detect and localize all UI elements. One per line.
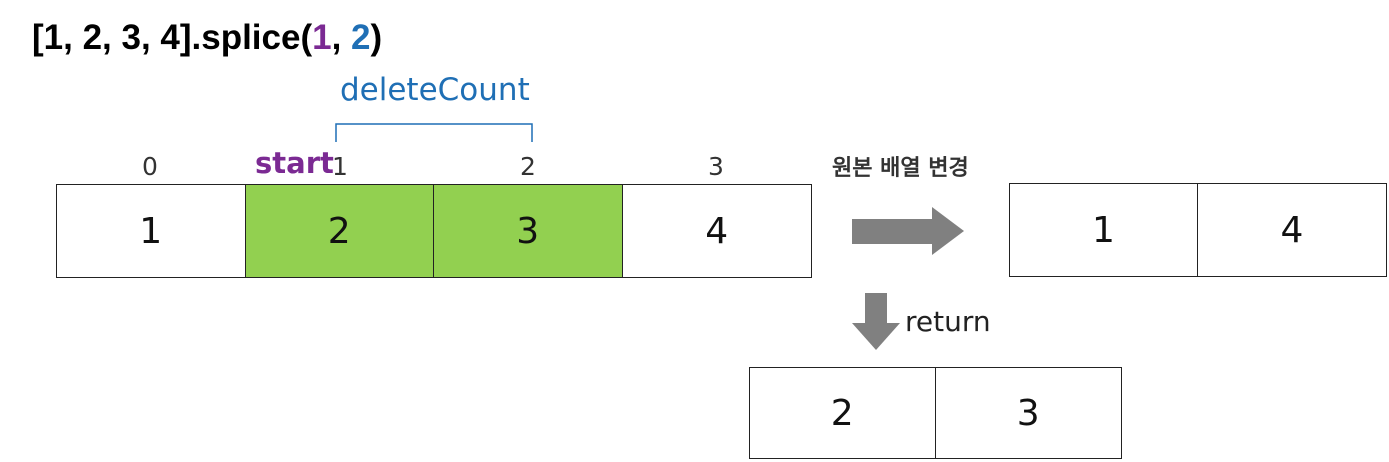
array-cell: 3 xyxy=(1016,392,1040,434)
right-arrow-icon xyxy=(852,207,964,255)
index-label-1: 1 xyxy=(332,152,348,181)
returned-array: 2 3 xyxy=(749,367,1122,459)
result-array: 1 4 xyxy=(1009,183,1387,277)
code-prefix: [1, 2, 3, 4].splice( xyxy=(32,18,313,57)
index-label-3: 3 xyxy=(708,152,724,181)
index-label-0: 0 xyxy=(142,152,158,181)
return-label: return xyxy=(905,305,991,338)
code-separator: , xyxy=(331,18,352,57)
index-label-2: 2 xyxy=(520,152,536,181)
start-label: start xyxy=(255,146,334,180)
array-cell: 2 xyxy=(750,368,936,458)
code-suffix: ) xyxy=(370,18,383,57)
array-cell: 4 xyxy=(705,210,729,252)
delete-count-label: deleteCount xyxy=(340,72,530,108)
code-start-arg: 1 xyxy=(312,18,332,57)
original-array: 1 2 3 4 xyxy=(56,184,812,278)
array-cell: 1 xyxy=(1010,184,1198,276)
delete-count-bracket xyxy=(335,123,533,142)
original-changed-label: 원본 배열 변경 xyxy=(832,156,969,181)
array-cell-deleted: 3 xyxy=(434,185,623,277)
down-arrow-icon xyxy=(852,293,900,350)
array-cell-deleted: 2 xyxy=(245,185,434,277)
code-expression: [1, 2, 3, 4].splice(1, 2) xyxy=(32,18,382,58)
array-cell: 1 xyxy=(57,185,246,277)
array-cell: 4 xyxy=(1280,209,1304,251)
code-count-arg: 2 xyxy=(351,18,371,57)
